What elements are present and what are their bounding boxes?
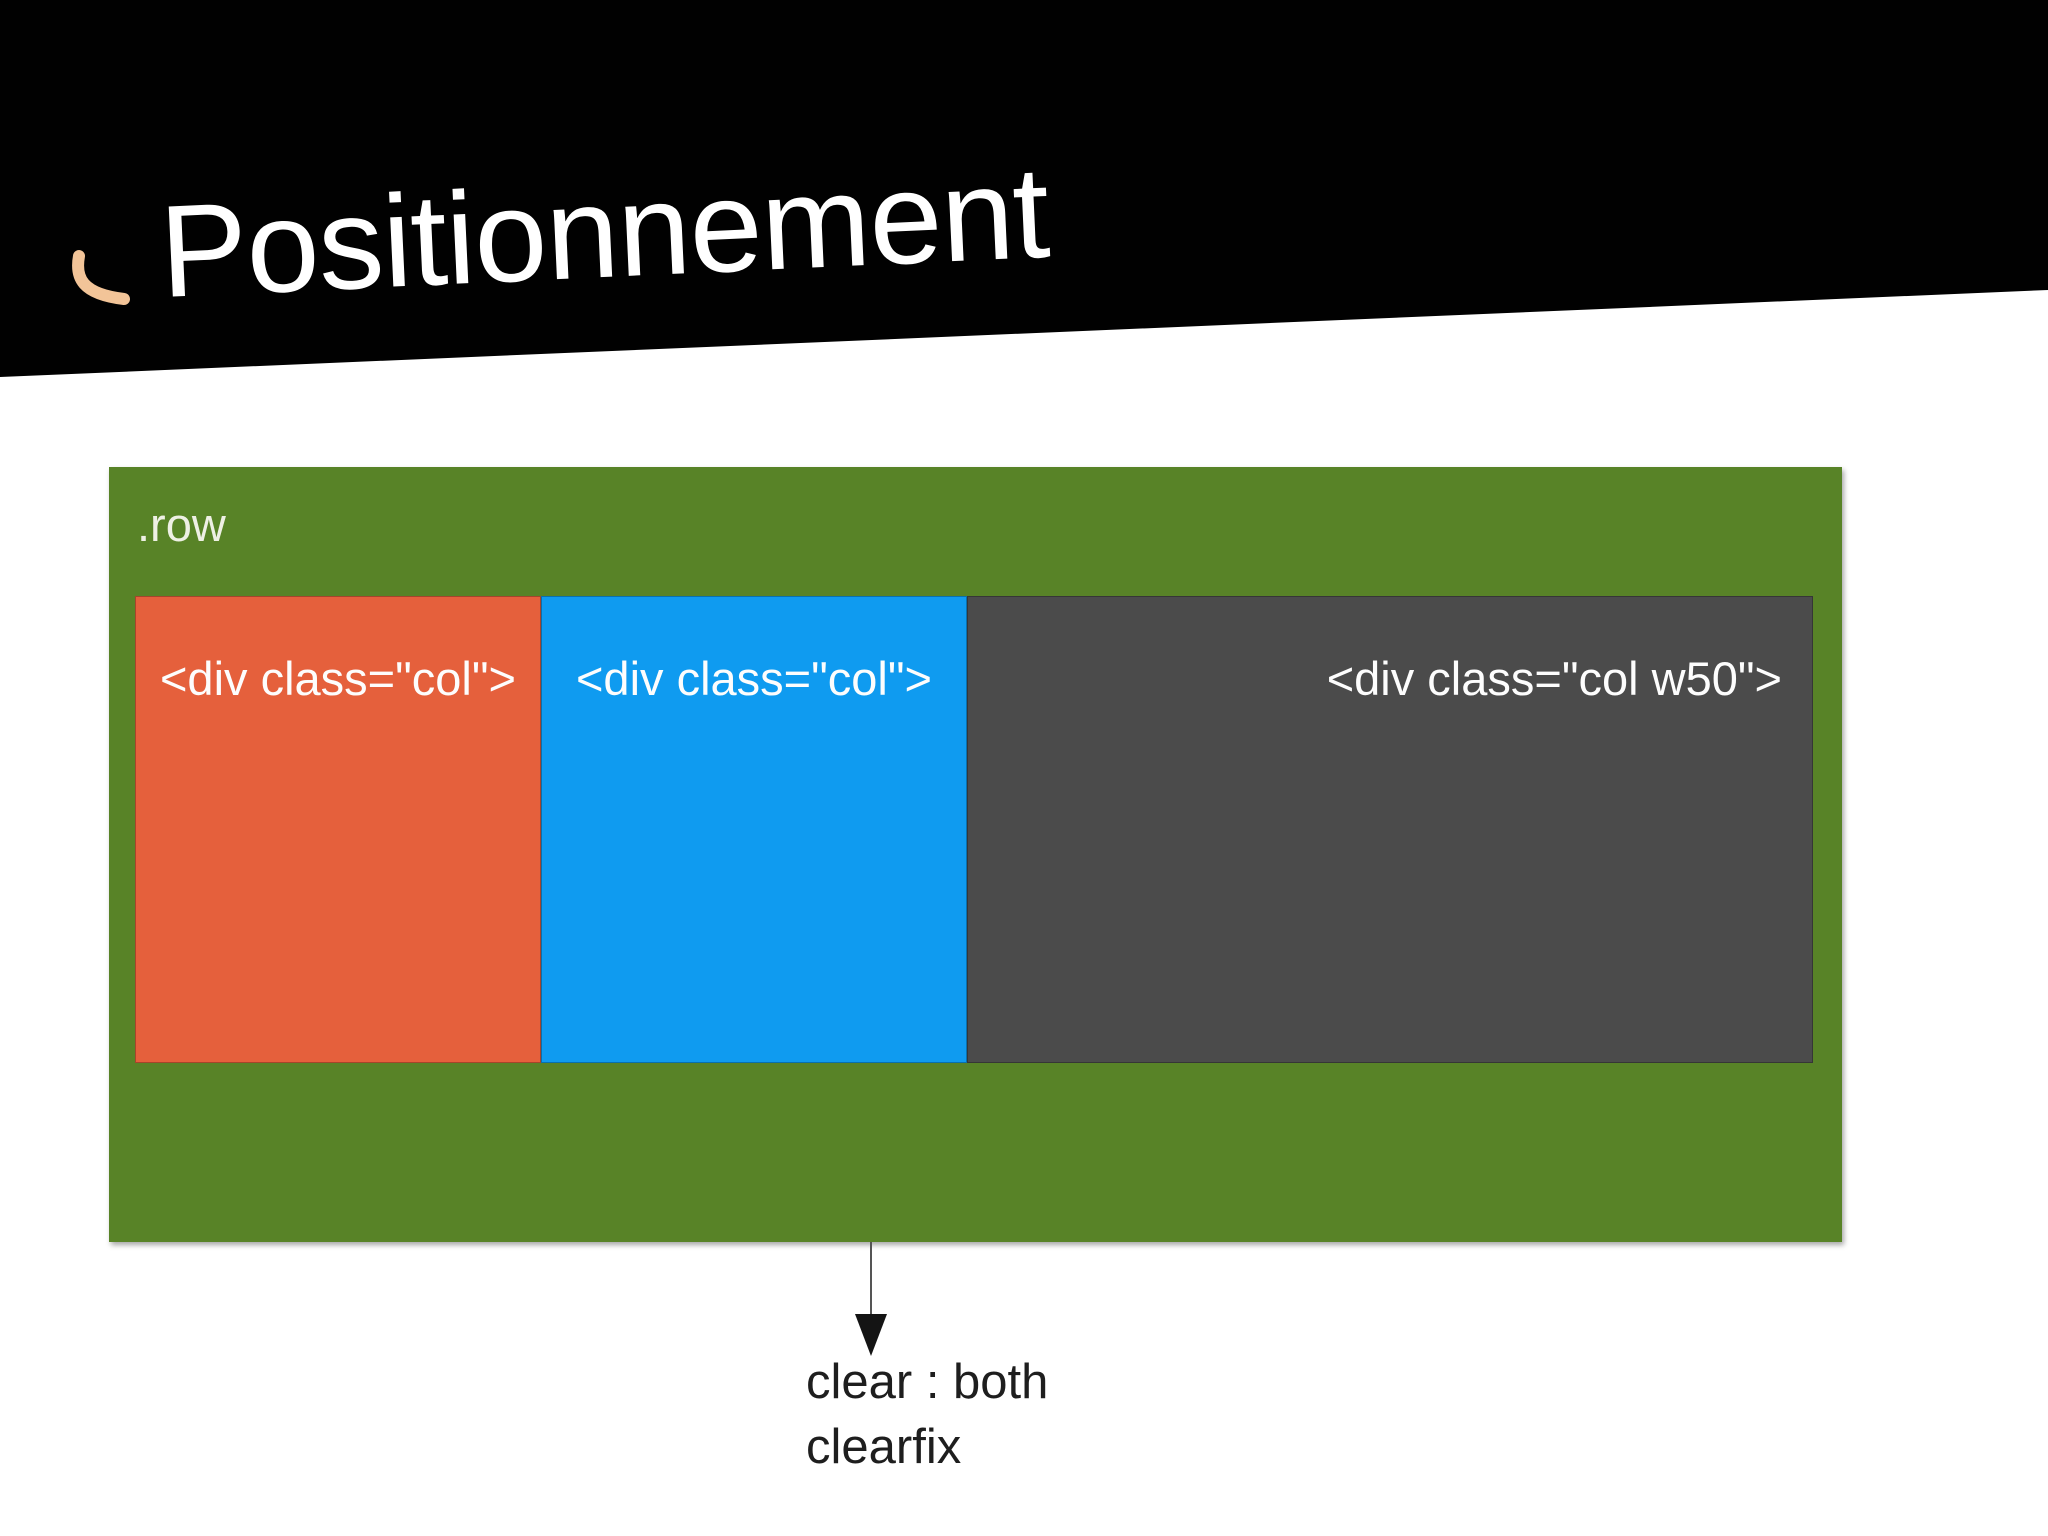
arrow-down-line <box>870 1242 872 1316</box>
arrow-down-icon <box>855 1314 887 1356</box>
slide-title: Positionnement <box>156 137 1052 325</box>
row-container: .row <div class="col"> <div class="col">… <box>109 467 1842 1242</box>
column-col-w50: <div class="col w50"> <box>967 596 1813 1063</box>
clear-annotation: clear : both clearfix <box>806 1350 1048 1479</box>
title-banner: Positionnement <box>0 0 2048 377</box>
column-col-second: <div class="col"> <box>541 596 967 1063</box>
column-col-first: <div class="col"> <box>135 596 541 1063</box>
annotation-clearfix: clearfix <box>806 1419 962 1474</box>
row-label: .row <box>137 498 226 551</box>
annotation-clear-both: clear : both <box>806 1355 1049 1409</box>
column-label: <div class="col w50"> <box>1326 652 1782 705</box>
column-label: <div class="col"> <box>575 652 932 705</box>
hook-accent-icon <box>72 250 130 305</box>
column-label: <div class="col"> <box>159 652 516 705</box>
